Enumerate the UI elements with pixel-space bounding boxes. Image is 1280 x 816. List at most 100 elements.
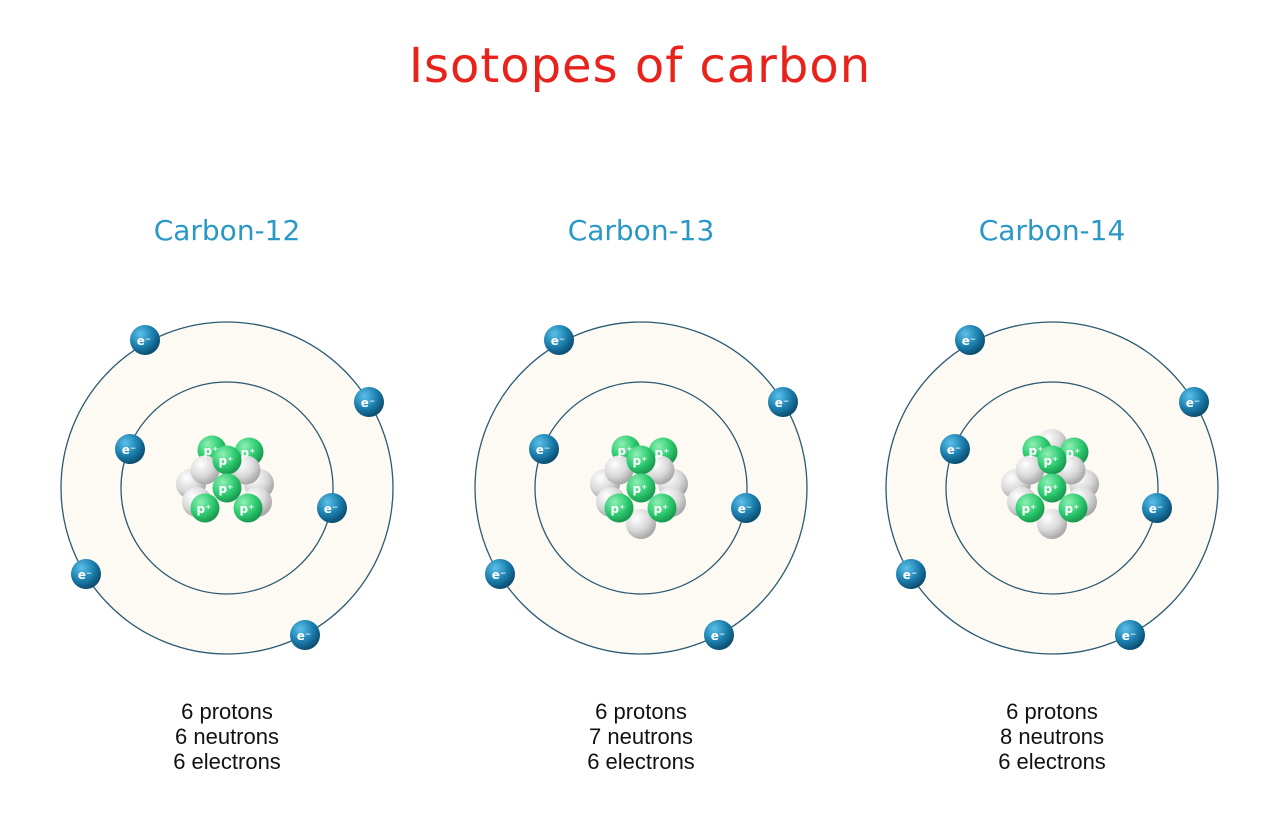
electrons-count: 6 electrons <box>173 749 281 774</box>
electron: e⁻ <box>130 325 160 355</box>
atom-carbon-13: p⁺p⁺p⁺p⁺p⁺p⁺e⁻e⁻e⁻e⁻e⁻e⁻ <box>474 321 808 655</box>
electron-label: e⁻ <box>324 502 338 516</box>
protons-count: 6 protons <box>181 699 273 724</box>
proton-label: p⁺ <box>204 444 219 458</box>
electron-label: e⁻ <box>1122 629 1136 643</box>
neutron <box>604 455 634 485</box>
facts-c12: 6 protons 6 neutrons 6 electrons <box>77 699 377 774</box>
nucleus <box>1001 429 1099 539</box>
isotope-label-c12: Carbon-12 <box>153 214 301 247</box>
electron-ball <box>290 620 320 650</box>
facts-c14: 6 protons 8 neutrons 6 electrons <box>902 699 1202 774</box>
facts-c13: 6 protons 7 neutrons 6 electrons <box>491 699 791 774</box>
electron-ball <box>354 387 384 417</box>
proton <box>212 473 242 503</box>
proton-label: p⁺ <box>1022 502 1037 516</box>
electron: e⁻ <box>940 434 970 464</box>
protons-count: 6 protons <box>1006 699 1098 724</box>
isotope-label-c13: Carbon-13 <box>567 214 715 247</box>
electrons-count: 6 electrons <box>587 749 695 774</box>
electron: e⁻ <box>115 434 145 464</box>
proton-labels: p⁺p⁺p⁺p⁺p⁺p⁺ <box>611 444 670 516</box>
diagram-title: Isotopes of carbon <box>408 38 872 94</box>
neutron <box>1037 509 1067 539</box>
electrons-count: 6 electrons <box>998 749 1106 774</box>
proton <box>212 445 242 475</box>
nucleus <box>176 435 274 523</box>
proton-label: p⁺ <box>1044 482 1059 496</box>
electron-label: e⁻ <box>78 568 92 582</box>
proton-label: p⁺ <box>197 502 212 516</box>
proton-label: p⁺ <box>219 482 234 496</box>
electron-ball <box>1179 387 1209 417</box>
electron: e⁻ <box>317 493 347 523</box>
electron-label: e⁻ <box>297 629 311 643</box>
proton-label: p⁺ <box>655 446 670 460</box>
electron: e⁻ <box>71 559 101 589</box>
proton-label: p⁺ <box>1044 454 1059 468</box>
electron-label: e⁻ <box>1149 502 1163 516</box>
electron-label: e⁻ <box>137 334 151 348</box>
electron: e⁻ <box>1179 387 1209 417</box>
electron: e⁻ <box>768 387 798 417</box>
proton-label: p⁺ <box>1066 446 1081 460</box>
nucleus <box>590 435 688 539</box>
electron: e⁻ <box>1115 620 1145 650</box>
proton-labels: p⁺p⁺p⁺p⁺p⁺p⁺ <box>1022 444 1081 516</box>
proton <box>1037 445 1067 475</box>
proton <box>604 493 634 523</box>
electron-label: e⁻ <box>711 629 725 643</box>
proton-labels: p⁺p⁺p⁺p⁺p⁺p⁺ <box>197 444 256 516</box>
proton-label: p⁺ <box>633 482 648 496</box>
electron-ball <box>896 559 926 589</box>
electron-ball <box>130 325 160 355</box>
electron: e⁻ <box>896 559 926 589</box>
neutron <box>1015 455 1045 485</box>
proton-label: p⁺ <box>633 454 648 468</box>
electron-label: e⁻ <box>122 443 136 457</box>
electron-ball <box>1115 620 1145 650</box>
proton <box>1037 473 1067 503</box>
proton <box>626 445 656 475</box>
electron-label: e⁻ <box>361 396 375 410</box>
proton <box>647 493 677 523</box>
electron-label: e⁻ <box>536 443 550 457</box>
neutrons-count: 7 neutrons <box>589 724 693 749</box>
proton-label: p⁺ <box>654 502 669 516</box>
proton <box>190 493 220 523</box>
isotope-label-c14: Carbon-14 <box>978 214 1126 247</box>
neutron <box>626 509 656 539</box>
proton-label: p⁺ <box>241 446 256 460</box>
proton <box>1015 493 1045 523</box>
electron-label: e⁻ <box>738 502 752 516</box>
electron-ball <box>544 325 574 355</box>
electron-ball <box>1142 493 1172 523</box>
proton-label: p⁺ <box>219 454 234 468</box>
neutrons-count: 8 neutrons <box>1000 724 1104 749</box>
electron-ball <box>704 620 734 650</box>
proton <box>1058 493 1088 523</box>
electron-ball <box>940 434 970 464</box>
electron-ball <box>768 387 798 417</box>
electron-ball <box>317 493 347 523</box>
electron-label: e⁻ <box>1186 396 1200 410</box>
electron: e⁻ <box>704 620 734 650</box>
proton <box>233 493 263 523</box>
electron-ball <box>731 493 761 523</box>
electron-label: e⁻ <box>962 334 976 348</box>
electron-label: e⁻ <box>492 568 506 582</box>
electron-ball <box>71 559 101 589</box>
electron: e⁻ <box>1142 493 1172 523</box>
proton-label: p⁺ <box>1029 444 1044 458</box>
electron-label: e⁻ <box>775 396 789 410</box>
electron-ball <box>529 434 559 464</box>
proton <box>626 473 656 503</box>
electron: e⁻ <box>955 325 985 355</box>
proton-label: p⁺ <box>240 502 255 516</box>
electron-label: e⁻ <box>551 334 565 348</box>
proton-label: p⁺ <box>1065 502 1080 516</box>
protons-count: 6 protons <box>595 699 687 724</box>
electron-ball <box>115 434 145 464</box>
electron-ball <box>955 325 985 355</box>
electron: e⁻ <box>731 493 761 523</box>
